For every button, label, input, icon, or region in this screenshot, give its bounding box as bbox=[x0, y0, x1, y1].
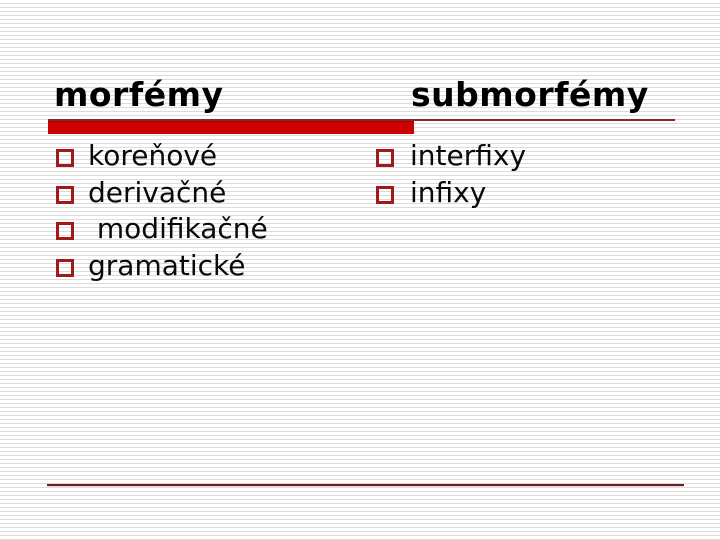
list-item-label: gramatické bbox=[88, 249, 246, 282]
footer-divider-dark-line bbox=[47, 484, 684, 486]
footer-divider-light-line bbox=[47, 486, 684, 488]
hollow-square-icon bbox=[376, 186, 394, 204]
list-item: koreňové bbox=[56, 142, 217, 172]
list-item-label: derivačné bbox=[88, 176, 227, 209]
hollow-square-icon bbox=[376, 149, 394, 167]
list-item-label: interfixy bbox=[410, 139, 527, 172]
list-item-label: modifikačné bbox=[88, 212, 268, 245]
hollow-square-icon bbox=[56, 259, 74, 277]
list-item: infixy bbox=[376, 179, 486, 209]
list-item: interfixy bbox=[376, 142, 526, 172]
hollow-square-icon bbox=[56, 149, 74, 167]
list-item: derivačné bbox=[56, 179, 226, 209]
hollow-square-icon bbox=[56, 222, 74, 240]
slide-title-left: morfémy bbox=[54, 75, 224, 114]
list-item: modifikačné bbox=[56, 215, 268, 245]
hollow-square-icon bbox=[56, 186, 74, 204]
list-item-label: infixy bbox=[410, 176, 487, 209]
title-underline-thin-rule bbox=[48, 119, 675, 121]
list-item-label: koreňové bbox=[88, 139, 218, 172]
footer-divider-rule bbox=[47, 484, 684, 488]
title-underline-bar bbox=[48, 121, 414, 134]
list-item: gramatické bbox=[56, 252, 245, 282]
slide-title-right: submorfémy bbox=[411, 75, 649, 114]
